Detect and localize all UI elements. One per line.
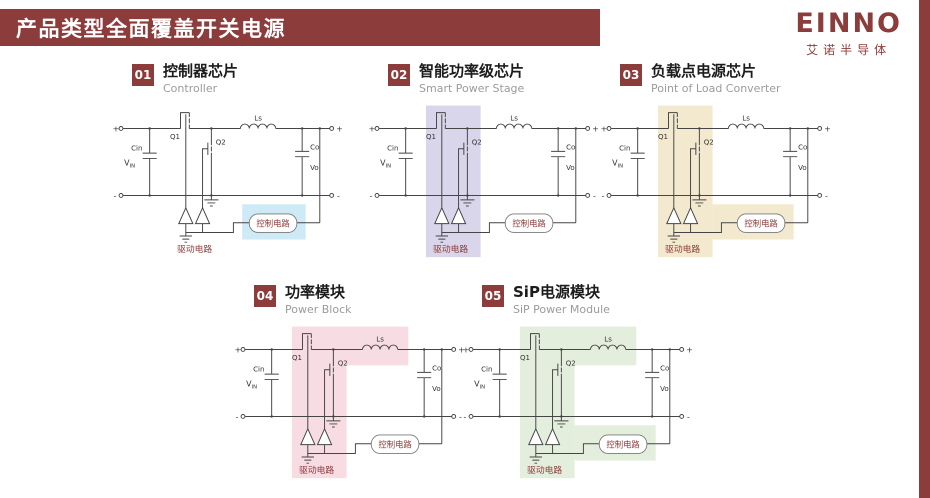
number-badge: 04 — [254, 285, 276, 307]
card-title-en: SiP Power Module — [513, 302, 610, 316]
circuit-diagram-smart-power-stage — [368, 105, 600, 257]
card-title-en: Point of Load Converter — [651, 81, 781, 95]
card-header: 04 功率模块 Power Block — [254, 283, 472, 316]
brand-logo: EINNO 艾诺半导体 — [795, 8, 902, 58]
circuit-diagram-point-of-load — [600, 105, 832, 257]
number-badge: 01 — [132, 64, 154, 86]
card-title-en: Power Block — [285, 302, 352, 316]
product-card-sip-power-module: 05 SiP电源模块 SiP Power Module — [460, 283, 700, 489]
card-header: 05 SiP电源模块 SiP Power Module — [482, 283, 700, 316]
product-card-controller: 01 控制器芯片 Controller — [110, 62, 350, 268]
number-badge: 05 — [482, 285, 504, 307]
header-bar: 产品类型全面覆盖开关电源 — [0, 9, 600, 46]
highlight-region — [291, 326, 347, 478]
highlight-region — [425, 105, 481, 257]
product-card-point-of-load: 03 负载点电源芯片 Point of Load Converter — [598, 62, 838, 268]
brand-subtitle: 艾诺半导体 — [806, 43, 892, 58]
card-title-zh: 控制器芯片 — [163, 62, 239, 80]
schematic-instance — [368, 111, 600, 256]
schematic-instance — [112, 111, 344, 256]
page-title: 产品类型全面覆盖开关电源 — [16, 16, 286, 41]
card-title-zh: 功率模块 — [285, 283, 346, 301]
card-title-zh: 负载点电源芯片 — [651, 62, 757, 80]
product-card-smart-power-stage: 02 智能功率级芯片 Smart Power Stage — [366, 62, 606, 268]
highlight-region — [657, 105, 713, 257]
circuit-diagram-controller — [112, 111, 344, 256]
circuit-diagram-power-block — [234, 326, 466, 478]
product-card-power-block: 04 功率模块 Power Block — [232, 283, 472, 489]
card-header: 02 智能功率级芯片 Smart Power Stage — [388, 62, 606, 95]
highlight-region — [519, 326, 575, 478]
card-title-en: Controller — [163, 81, 218, 95]
right-accent-strip — [919, 0, 930, 498]
circuit-diagram-sip-power-module — [462, 326, 694, 478]
number-badge: 02 — [388, 64, 410, 86]
card-title-en: Smart Power Stage — [419, 81, 525, 95]
card-title-zh: 智能功率级芯片 — [419, 62, 525, 80]
card-title-zh: SiP电源模块 — [513, 283, 600, 301]
card-header: 01 控制器芯片 Controller — [132, 62, 350, 95]
card-header: 03 负载点电源芯片 Point of Load Converter — [620, 62, 838, 95]
brand-name: EINNO — [795, 8, 902, 39]
number-badge: 03 — [620, 64, 642, 86]
